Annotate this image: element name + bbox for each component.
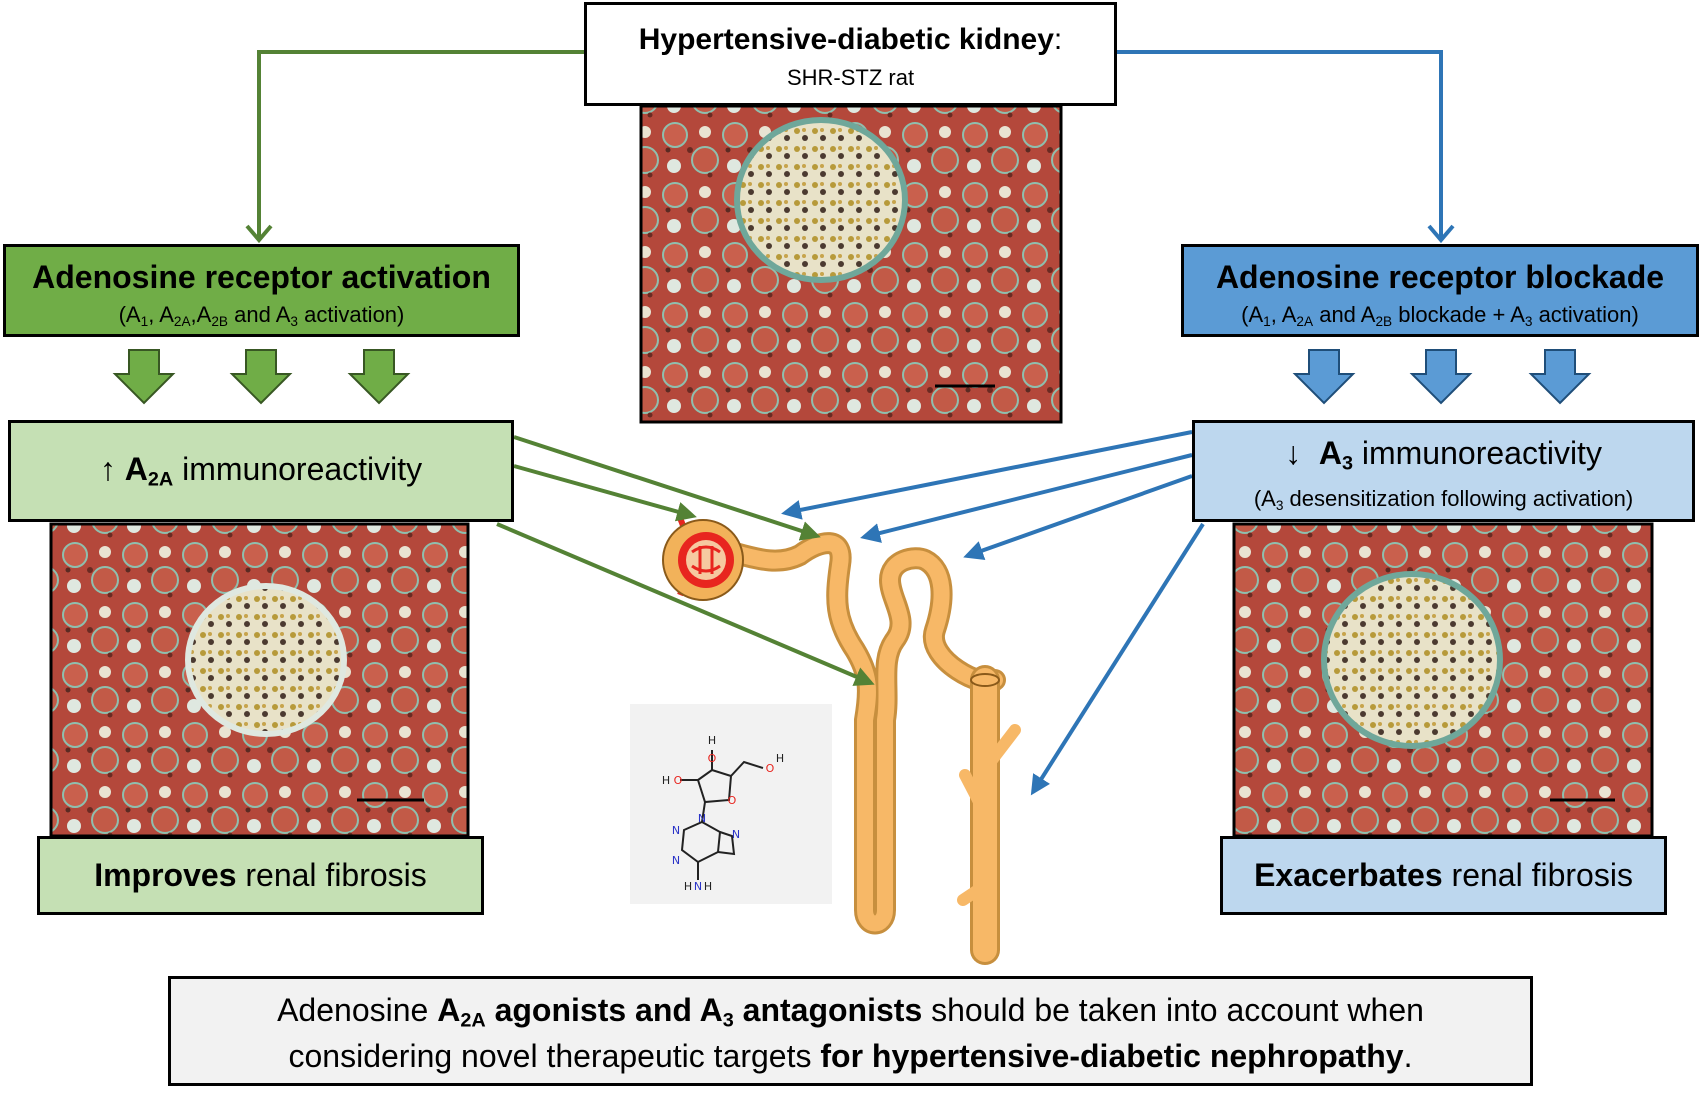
down-arrow-icon [1528, 349, 1592, 405]
atom-label: N [698, 812, 706, 825]
title-to-blockade-arrow [1117, 50, 1443, 240]
arrow-blue-3 [963, 474, 1193, 561]
atom-label: H [776, 752, 784, 765]
down-arrow-icon [229, 349, 293, 405]
improves-fibrosis-text: Improves renal fibrosis [94, 857, 427, 893]
atom-label: N [672, 854, 680, 867]
down-arrows-green [112, 349, 411, 405]
atom-label: O [674, 774, 683, 787]
activation-box: Adenosine receptor activation (A1, A2A,A… [3, 244, 520, 337]
arrow-blue-2 [860, 453, 1193, 543]
blockade-heading: Adenosine receptor blockade [1215, 259, 1665, 295]
atom-label: N [732, 828, 740, 841]
histology-image-right [1232, 522, 1654, 838]
atom-label: O [708, 752, 717, 765]
atom-label: H [684, 880, 692, 893]
histology-image-top [639, 104, 1063, 424]
atom-label: O [728, 794, 737, 807]
a2a-immunoreactivity-box: ↑ A2A immunoreactivity [8, 420, 514, 522]
diagram-subtitle: SHR-STZ rat [786, 65, 915, 90]
title-box: Hypertensive-diabetic kidney: SHR-STZ ra… [584, 2, 1117, 106]
diagram-title: Hypertensive-diabetic kidney: [638, 23, 1063, 56]
arrow-blue-1 [781, 430, 1193, 520]
conclusion-text: Adenosine A2A agonists and A3 antagonist… [277, 992, 1424, 1074]
a3-desensitization-note: (A3 desensitization following activation… [1253, 486, 1634, 513]
title-to-blockade-head [1427, 224, 1455, 244]
arrow-green-1 [513, 435, 821, 541]
adenosine-molecule-icon: H O H O O O H N N N N N H H [630, 704, 832, 904]
atom-label: N [672, 824, 680, 837]
atom-label: H [704, 880, 712, 893]
blockade-box: Adenosine receptor blockade (A1, A2A and… [1181, 244, 1699, 337]
activation-heading: Adenosine receptor activation [32, 259, 491, 295]
down-arrow-icon [112, 349, 176, 405]
a3-immunoreactivity-box: ↓ A3 immunoreactivity (A3 desensitizatio… [1192, 420, 1695, 522]
glomerulus-icon [662, 516, 744, 601]
a3-immunoreactivity-text: ↓ A3 immunoreactivity [1285, 435, 1602, 475]
blockade-subtext: (A1, A2A and A2B blockade + A3 activatio… [1241, 302, 1639, 329]
nephron-tubule-icon [724, 532, 1021, 965]
arrow-green-2 [513, 464, 697, 522]
arrow-blue-4 [1030, 522, 1205, 796]
down-arrows-blue [1292, 349, 1592, 405]
title-to-activation-arrow [257, 50, 584, 240]
arrow-green-3 [496, 522, 875, 686]
conclusion-box: Adenosine A2A agonists and A3 antagonist… [168, 976, 1533, 1086]
atom-label: O [766, 762, 775, 775]
exacerbates-fibrosis-text: Exacerbates renal fibrosis [1254, 857, 1633, 893]
down-arrow-icon [347, 349, 411, 405]
down-arrow-icon [1409, 349, 1473, 405]
improves-fibrosis-box: Improves renal fibrosis [37, 836, 484, 915]
activation-subtext: (A1, A2A,A2B and A3 activation) [118, 302, 405, 329]
exacerbates-fibrosis-box: Exacerbates renal fibrosis [1220, 836, 1667, 915]
atom-label: N [694, 880, 702, 893]
a2a-immunoreactivity-text: ↑ A2A immunoreactivity [99, 451, 423, 491]
histology-image-left [49, 522, 470, 838]
atom-label: H [662, 774, 670, 787]
down-arrow-icon [1292, 349, 1356, 405]
title-to-activation-head [245, 224, 273, 244]
atom-label: H [708, 734, 716, 747]
